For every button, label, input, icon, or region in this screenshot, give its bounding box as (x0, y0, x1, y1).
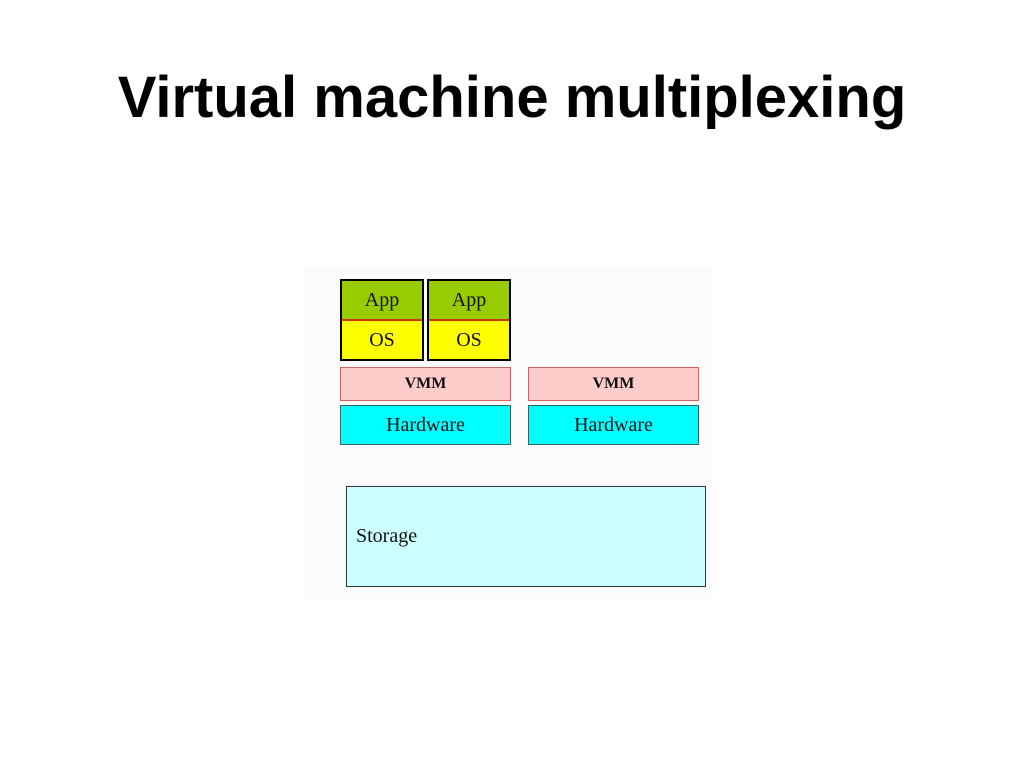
slide-title: Virtual machine multiplexing (117, 65, 907, 130)
vm-1-os-label: OS (369, 328, 395, 351)
vm-1-app-box: App (342, 281, 422, 321)
vm-1-os-box: OS (342, 321, 422, 359)
left-hardware-box: Hardware (340, 405, 511, 445)
vm-2-os-label: OS (456, 328, 482, 351)
left-hardware-label: Hardware (386, 413, 465, 436)
vm-2-app-label: App (451, 288, 487, 311)
right-hardware-box: Hardware (528, 405, 699, 445)
storage-label: Storage (356, 525, 418, 547)
vm-2-app-box: App (429, 281, 509, 321)
left-vmm-box: VMM (340, 367, 511, 401)
right-vmm-box: VMM (528, 367, 699, 401)
vm-multiplexing-diagram: App OS App OS VMM Hardware VMM (304, 266, 712, 600)
right-hardware-label: Hardware (574, 413, 653, 436)
vm-1-stack: App OS (340, 279, 424, 361)
vm-1-app-label: App (364, 288, 400, 311)
left-vmm-label: VMM (404, 375, 447, 392)
vm-2-stack: App OS (427, 279, 511, 361)
storage-box: Storage (346, 486, 706, 587)
vm-2-os-box: OS (429, 321, 509, 359)
right-vmm-label: VMM (592, 375, 635, 392)
